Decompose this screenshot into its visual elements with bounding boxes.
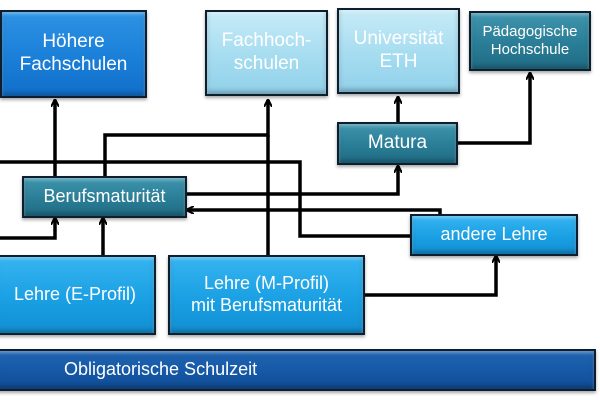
box-obligatorische-schulzeit: Obligatorische Schulzeit xyxy=(0,349,596,391)
box-berufsmaturitaet: Berufsmaturität xyxy=(22,176,187,218)
box-hoehere-fachschulen: Höhere Fachschulen xyxy=(0,10,147,98)
label-hoehere-fachschulen: Höhere Fachschulen xyxy=(19,31,128,75)
box-andere-lehre: andere Lehre xyxy=(410,214,578,256)
arrow-berufsmaturitaet-to-matura xyxy=(187,166,398,196)
label-berufsmaturitaet: Berufsmaturität xyxy=(43,186,166,207)
arrow-lehre-m-profil-to-andere-lehre xyxy=(365,256,496,297)
line-left-to-hoehere-fachschulen xyxy=(0,160,410,238)
box-matura: Matura xyxy=(337,122,458,165)
label-lehre-m-profil: Lehre (M-Profil) mit Berufsmaturität xyxy=(190,273,343,315)
arrow-andere-lehre-to-berufsmaturitaet xyxy=(187,210,442,214)
arrow-matura-to-paedagogische-hochschule xyxy=(458,73,530,145)
label-andere-lehre: andere Lehre xyxy=(440,224,548,245)
box-lehre-e-profil: Lehre (E-Profil) xyxy=(0,255,156,335)
label-universitaet-eth: Universität ETH xyxy=(353,28,444,72)
label-paedagogische-hochschule: Pädagogische Hochschule xyxy=(482,23,578,58)
arrow-left-to-lehre-e-profil xyxy=(0,218,55,240)
arrow-berufsmaturitaet-to-fachhochschulen xyxy=(103,100,268,176)
label-obligatorische-schulzeit: Obligatorische Schulzeit xyxy=(64,359,258,380)
label-lehre-e-profil: Lehre (E-Profil) xyxy=(13,284,137,305)
label-fachhochschulen: Fachhoch- schulen xyxy=(221,30,312,74)
box-paedagogische-hochschule: Pädagogische Hochschule xyxy=(469,11,591,71)
box-lehre-m-profil: Lehre (M-Profil) mit Berufsmaturität xyxy=(168,255,365,335)
box-universitaet-eth: Universität ETH xyxy=(337,8,460,94)
box-fachhochschulen: Fachhoch- schulen xyxy=(205,10,328,96)
label-matura: Matura xyxy=(367,132,428,154)
